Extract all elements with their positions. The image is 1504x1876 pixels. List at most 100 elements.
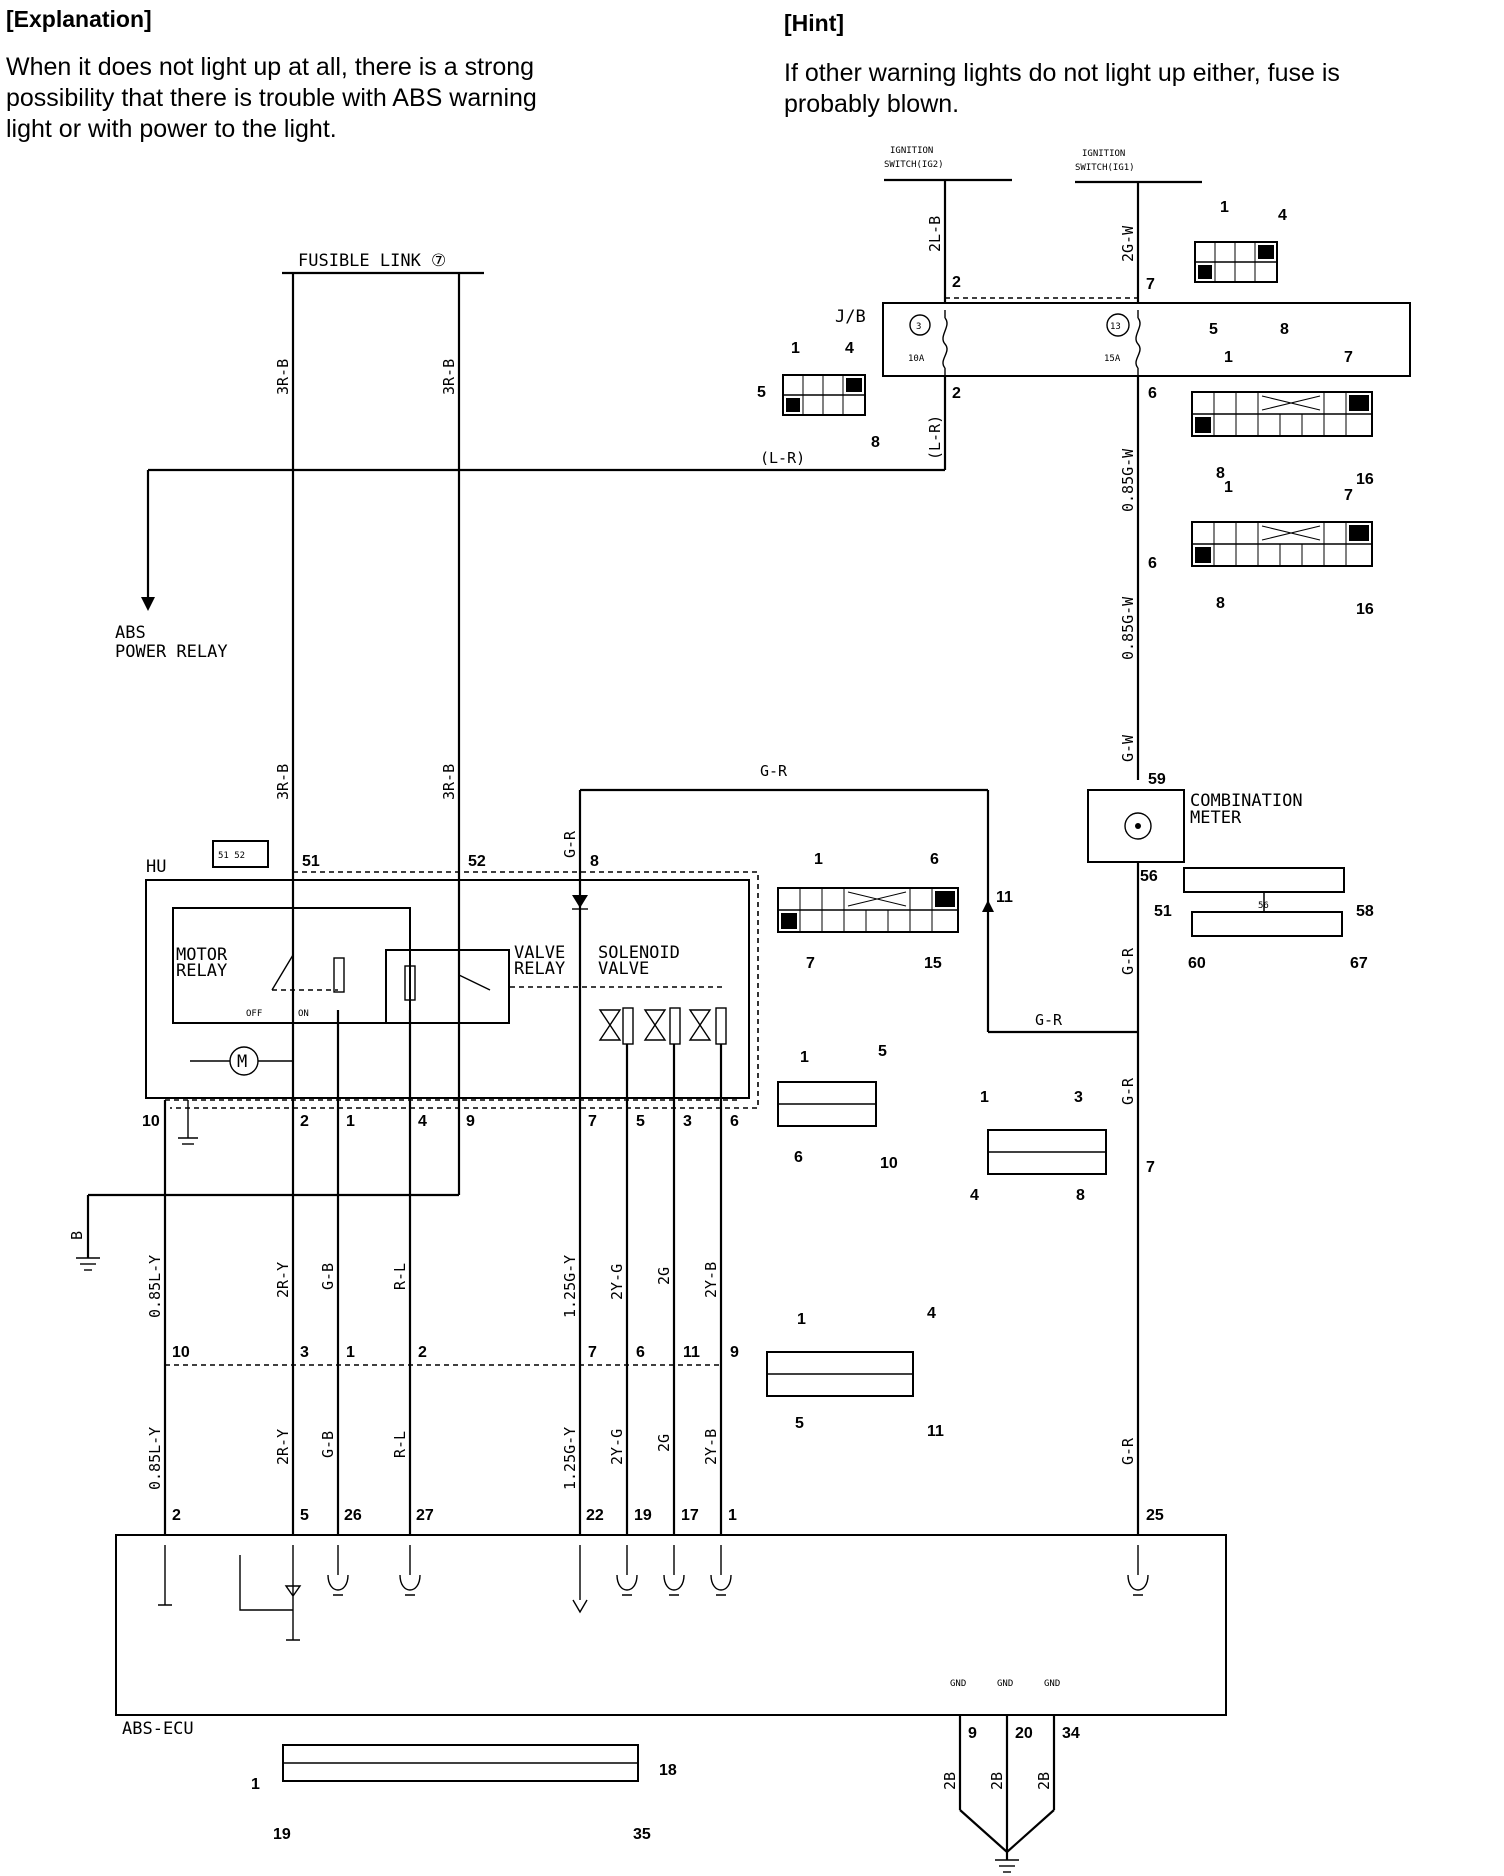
wire-label: B — [68, 1231, 86, 1240]
hu-dashed-outline — [170, 871, 759, 1109]
explanation-line: light or with power to the light. — [6, 115, 337, 143]
wire-label: R-L — [391, 1263, 409, 1290]
ig2-label-1: IGNITION — [890, 146, 933, 156]
gnd-label: GND — [1044, 1679, 1060, 1689]
ig1-label-1: IGNITION — [1082, 149, 1125, 159]
abs-warning-lamp-icon — [1124, 812, 1152, 840]
pin-label: 7 — [588, 1344, 597, 1361]
connector-pin-label: 10 — [880, 1155, 898, 1172]
hu-label: HU — [146, 857, 166, 877]
connector-pin-label: 8 — [1216, 595, 1225, 612]
ecu-input-icon — [158, 1545, 172, 1606]
pin-label: 2 — [952, 274, 961, 291]
pin-label: 4 — [418, 1113, 427, 1130]
motor-relay-switch — [271, 954, 294, 991]
connector-pin-label: 16 — [1356, 471, 1374, 488]
pin-label: 22 — [586, 1507, 604, 1524]
ecu-ground-icon — [286, 1620, 300, 1641]
relay-on-label: ON — [298, 1009, 309, 1019]
pin-label: 10 — [142, 1113, 160, 1130]
hint-title: [Hint] — [784, 10, 845, 36]
pin-label: 6 — [1148, 555, 1157, 572]
valve-relay-switch — [458, 974, 491, 991]
connector-pin-label: 7 — [1344, 487, 1353, 504]
pin-label: 2 — [418, 1344, 427, 1361]
wire-label: 0.85G-W — [1119, 448, 1137, 512]
pin-label: 2 — [172, 1507, 181, 1524]
hint-line: If other warning lights do not light up … — [784, 59, 1340, 87]
connector-pin-label: 8 — [1076, 1187, 1085, 1204]
wire-label: G-B — [319, 1431, 337, 1458]
wire-label: G-R — [1035, 1011, 1063, 1029]
pin-label: 7 — [588, 1113, 597, 1130]
fuse-number-marker — [1106, 313, 1130, 337]
wire-label: G-B — [319, 1263, 337, 1290]
hydraulic-unit-box — [145, 879, 750, 1099]
valve-relay-label-2: RELAY — [514, 959, 565, 979]
wire-label: 2L-B — [926, 216, 944, 252]
connector-view: 1 7 8 16 — [1191, 349, 1374, 488]
connector-pin-label: 1 — [791, 340, 800, 357]
connector-pin-label: 4 — [970, 1187, 979, 1204]
pin-label: 6 — [1148, 385, 1157, 402]
wire-label: G-W — [1119, 734, 1137, 762]
wire-label: 0.85L-Y — [146, 1255, 164, 1318]
connector-view: 1 6 7 15 — [777, 851, 959, 972]
motor-relay-label-1: MOTOR — [176, 945, 228, 965]
pin-label: 56 — [1140, 868, 1158, 885]
mid-junction-pins: 10 3 1 2 7 6 11 9 — [172, 1344, 739, 1361]
combination-meter-box — [1087, 789, 1185, 863]
relay-coil-icon — [333, 957, 345, 993]
transistor-icon — [663, 1545, 685, 1596]
wire-label: R-L — [391, 1431, 409, 1458]
fuse-b-symbol — [1135, 310, 1141, 376]
ecu-input-icon — [572, 1545, 588, 1614]
fusible-link-label: FUSIBLE LINK ⑦ — [298, 251, 446, 271]
wire-label: 2B — [941, 1772, 959, 1790]
ecu-internal-symbols — [158, 1545, 1149, 1641]
connector-pin-label: 35 — [633, 1826, 651, 1843]
connector-view: 51 58 60 67 56 — [1154, 867, 1374, 972]
transistor-icon — [327, 1545, 349, 1596]
pin-label: 27 — [416, 1507, 434, 1524]
pin-label: 59 — [1148, 771, 1166, 788]
pin-label: 1 — [346, 1344, 355, 1361]
lower-wire-labels: 0.85L-Y 2R-Y G-B R-L 1.25G-Y 2Y-G 2G 2Y-… — [146, 1427, 720, 1490]
explanation-line: When it does not light up at all, there … — [6, 53, 535, 81]
pin-label: 1 — [346, 1113, 355, 1130]
jb-label: J/B — [835, 307, 866, 327]
connector-pin-label: 15 — [924, 955, 942, 972]
wire-label: 2G — [655, 1267, 673, 1285]
solenoid-coil-icon — [715, 1007, 727, 1045]
connector-pin-label: 8 — [1216, 465, 1225, 482]
connector-view: 1 4 5 8 — [1194, 199, 1289, 338]
explanation-title: [Explanation] — [6, 6, 152, 32]
connector-pin-label: 1 — [814, 851, 823, 868]
wire-label: (L-R) — [760, 449, 805, 467]
transistor-icon — [616, 1545, 638, 1596]
wire-label: 2Y-G — [608, 1429, 626, 1465]
arrow-up-icon — [982, 900, 994, 912]
connector-pin-label: 5 — [795, 1415, 804, 1432]
pin-label: 6 — [636, 1344, 645, 1361]
hu-connector-icon — [212, 840, 269, 868]
solenoid-coil-icon — [669, 1007, 681, 1045]
wire-label: 3R-B — [274, 764, 292, 800]
relay-coil-icon — [404, 965, 416, 1001]
ig2-label-2: SWITCH(IG2) — [884, 160, 944, 170]
connector-pin-label: 4 — [927, 1305, 936, 1322]
pump-motor-letter: M — [237, 1052, 247, 1072]
connector-pin-label: 67 — [1350, 955, 1368, 972]
pin-label: 17 — [681, 1507, 699, 1524]
wire-label: 2G — [655, 1434, 673, 1452]
connector-pin-label: 3 — [1074, 1089, 1083, 1106]
pin-label: 2 — [300, 1113, 309, 1130]
connector-pin-label: 1 — [797, 1311, 806, 1328]
wire-label: 3R-B — [440, 764, 458, 800]
connector-pin-label: 8 — [1280, 321, 1289, 338]
connector-pin-label: 58 — [1356, 903, 1374, 920]
abs-ecu-label: ABS-ECU — [122, 1719, 194, 1739]
connector-view: 1 5 6 10 — [777, 1043, 898, 1172]
wire-label: 2G-W — [1119, 225, 1137, 262]
connector-pin-label: 5 — [1209, 321, 1218, 338]
